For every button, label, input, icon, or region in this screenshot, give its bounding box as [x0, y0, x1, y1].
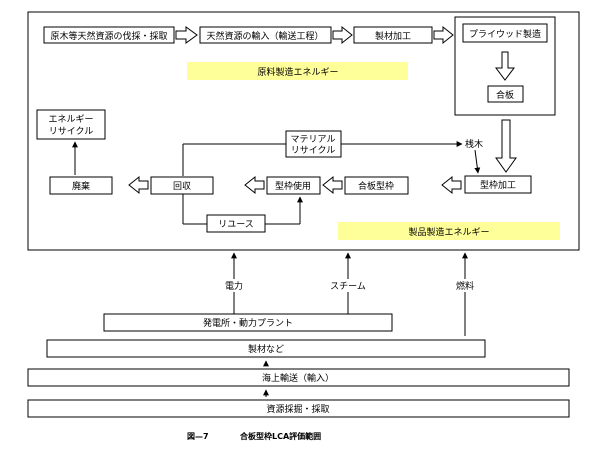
caption-title: 合板型枠LCA評価範囲: [239, 431, 321, 441]
node-sawmill-label: 製材加工: [375, 30, 411, 42]
node-material-recycle-box: [285, 130, 342, 158]
node-plywood-mfg-box: [462, 23, 548, 43]
electricity-bg: [223, 279, 245, 292]
hollow-arrow-left-3: [244, 175, 265, 195]
product-energy-highlight: [338, 222, 560, 240]
hollow-arrow-down-1: [495, 51, 515, 81]
hollow-arrow-left-1: [441, 175, 462, 195]
node-recycle-energy-line2: リサイクル: [49, 126, 94, 137]
node-logging-box: [43, 26, 175, 44]
caption-figure: 図—7: [187, 432, 209, 441]
steam-bg: [326, 279, 370, 292]
node-formwork-use-box: [266, 176, 321, 195]
node-plywood-formwork-label: 合板型枠: [358, 180, 394, 192]
node-material-recycle-line1: マテリアル: [291, 134, 336, 145]
fuel-label: 燃料: [456, 280, 474, 292]
hollow-arrow-1: [175, 26, 198, 44]
node-recovery-label: 回収: [173, 180, 191, 192]
supply-shipping-label: 海上輸送（輸入）: [262, 372, 334, 384]
node-recycle-energy-box: [36, 109, 106, 140]
electricity-label: 電力: [225, 280, 243, 292]
node-plywood-label: 合板: [496, 89, 514, 101]
raw-energy-highlight: [187, 62, 408, 80]
node-plywood-formwork-box: [344, 176, 409, 195]
node-logging-label: 原木等天然資源の伐採・採取: [50, 30, 167, 42]
node-formwork-use-label: 型枠使用: [275, 180, 311, 192]
supply-mining-label: 資源採掘・採取: [266, 403, 329, 415]
node-recycle-energy-line1: エネルギー: [48, 114, 93, 125]
fuel-bg: [454, 279, 476, 292]
product-energy-label: 製品製造エネルギー: [408, 226, 489, 238]
node-import-label: 天然資源の輸入（輸送工程）: [206, 30, 323, 42]
node-disposal-label: 廃棄: [72, 180, 90, 192]
node-import-box: [199, 26, 332, 44]
node-formwork-processing-box: [464, 175, 532, 194]
line-timber-to-processing: [474, 149, 481, 174]
hollow-arrow-3: [433, 25, 454, 45]
raw-energy-label: 原料製造エネルギー: [257, 66, 338, 78]
hollow-arrow-2: [332, 25, 353, 45]
hollow-arrow-left-2: [322, 175, 343, 195]
node-recovery-box: [150, 176, 214, 195]
node-sawmill-box: [353, 26, 433, 44]
node-material-recycle-line2: リサイクル: [291, 145, 336, 156]
node-disposal-box: [49, 176, 113, 195]
node-formwork-processing-label: 型枠加工: [480, 179, 516, 191]
hollow-arrow-down-2: [495, 119, 517, 173]
node-reuse-label: リユース: [218, 220, 254, 230]
supply-lumber-box: [46, 339, 486, 358]
supply-lumber-label: 製材など: [248, 343, 284, 355]
node-plywood-box: [487, 85, 524, 103]
supply-mining-box: [27, 399, 570, 418]
supply-shipping-box: [27, 368, 570, 387]
hollow-arrow-left-4: [128, 175, 149, 195]
supply-power-plant-box: [103, 313, 393, 332]
supply-power-plant-label: 発電所・動力プラント: [203, 317, 293, 329]
node-timber-label: 桟木: [465, 138, 483, 150]
steam-label: スチーム: [330, 281, 366, 292]
node-plywood-mfg-label: プライウッド製造: [469, 28, 541, 40]
